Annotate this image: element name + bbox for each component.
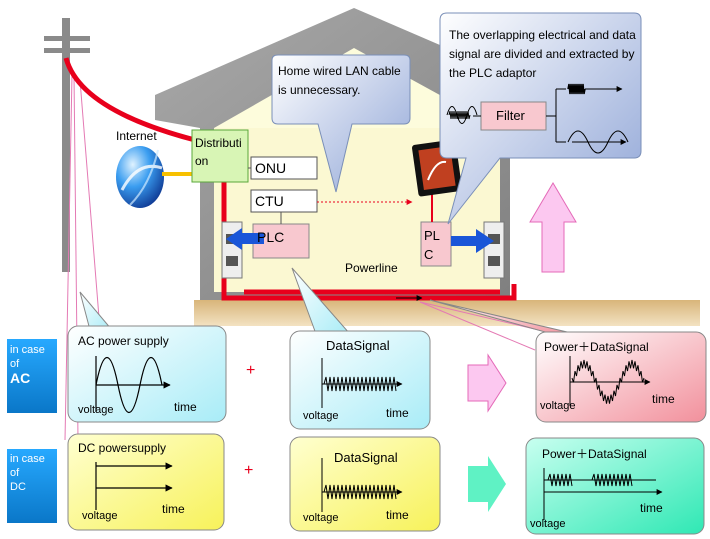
ac-tag xyxy=(7,339,57,413)
dc-combined-panel xyxy=(525,437,705,535)
lan-callout-text: Home wired LAN cable is unnecessary. xyxy=(278,64,401,97)
blue-arrow-left xyxy=(226,228,264,250)
ac-result-arrow xyxy=(467,353,507,413)
ac-data-voltage-label: voltage xyxy=(303,410,339,422)
dc-data-title: DataSignal xyxy=(334,450,398,465)
dc-plus: + xyxy=(244,462,254,479)
ac-plus: + xyxy=(246,362,256,379)
internet-globe-icon xyxy=(116,146,164,208)
distribution-box xyxy=(191,129,249,183)
dc-combined-graph xyxy=(543,468,663,520)
ac-power-callout-tail xyxy=(79,291,114,331)
dc-power-title: DC powersupply xyxy=(78,441,167,455)
ac-data-time-label: time xyxy=(386,406,409,420)
ac-power-title: AC power supply xyxy=(78,334,169,348)
dc-power-panel xyxy=(67,433,225,531)
dc-combined-voltage-label: voltage xyxy=(530,518,566,530)
dc-data-graph xyxy=(321,458,403,512)
ac-power-time-label: time xyxy=(174,400,197,414)
filter-box xyxy=(480,101,547,131)
powerline-label: Powerline xyxy=(345,261,398,275)
ctu-label: CTU xyxy=(255,193,284,209)
filter-label: Filter xyxy=(496,108,525,123)
internet-label: Internet xyxy=(116,129,157,143)
dc-combined-time-label: time xyxy=(640,501,663,515)
outlet-right-icon xyxy=(483,221,505,279)
ac-combined-title: Power＋DataSignal xyxy=(544,340,649,354)
dc-power-voltage-label: voltage xyxy=(82,510,118,522)
ac-combined-time-label: time xyxy=(652,392,675,406)
utility-pole xyxy=(44,18,90,272)
dc-data-voltage-label: voltage xyxy=(303,512,339,524)
plc-adaptor-callout-text: The overlapping electrical and data sign… xyxy=(449,28,636,80)
dc-power-time-label: time xyxy=(162,502,185,516)
dc-result-arrow xyxy=(468,456,506,512)
pink-up-arrow xyxy=(529,182,577,273)
lan-callout-bubble xyxy=(271,54,411,193)
ac-data-graph xyxy=(321,358,403,408)
dc-combined-title: Power＋DataSignal xyxy=(542,447,647,461)
dc-data-time-label: time xyxy=(386,508,409,522)
onu-label: ONU xyxy=(255,160,287,176)
ac-combined-panel xyxy=(535,331,707,423)
dc-data-panel xyxy=(289,436,441,532)
ac-power-voltage-label: voltage xyxy=(78,404,114,416)
ac-data-panel xyxy=(289,330,431,430)
dc-power-graph xyxy=(95,462,173,510)
plc-right-label: PLC xyxy=(424,228,440,262)
ac-data-title: DataSignal xyxy=(326,338,390,353)
ctu-box xyxy=(250,189,318,213)
ac-power-panel xyxy=(67,325,227,423)
distribution-label: Distribution xyxy=(195,136,242,168)
dc-tag xyxy=(7,449,57,523)
blue-arrow-right xyxy=(451,229,494,253)
plc-left-label: PLC xyxy=(257,229,285,245)
filter-waveforms xyxy=(446,83,629,154)
ac-combined-voltage-label: voltage xyxy=(540,400,576,412)
ac-combined-graph xyxy=(569,356,651,406)
ac-power-graph xyxy=(95,356,171,414)
